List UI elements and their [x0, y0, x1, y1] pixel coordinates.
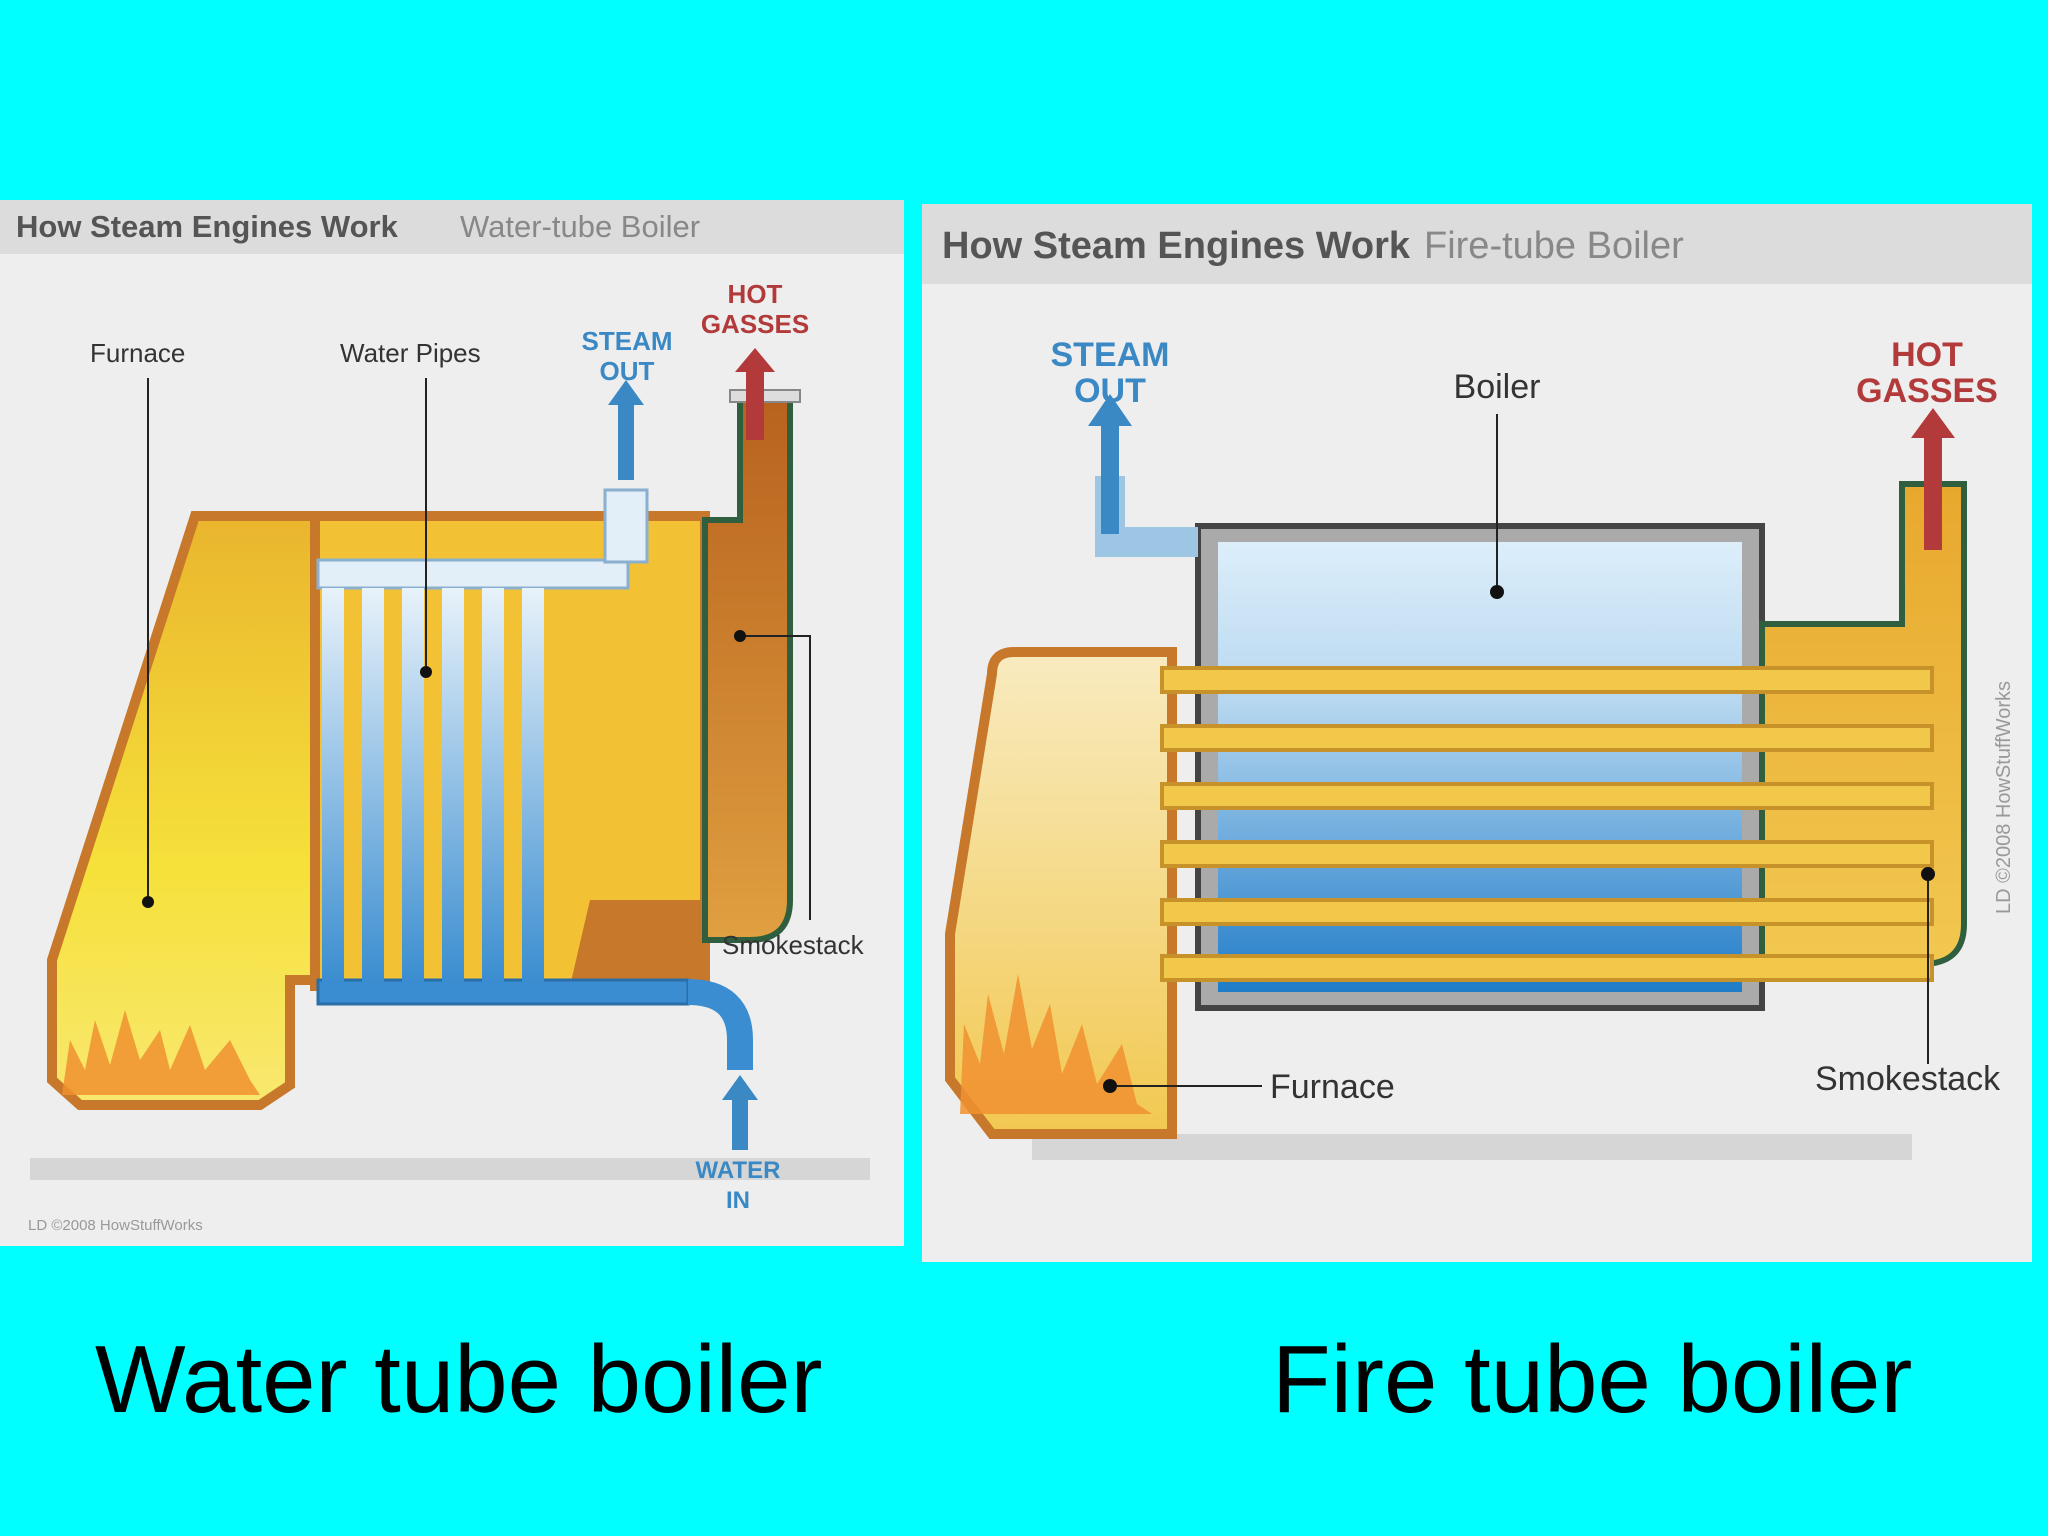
label-smokestack: Smokestack	[1815, 1060, 2001, 1098]
label-steam-out-1: STEAM	[1051, 336, 1170, 374]
water-arrow-head	[722, 1075, 758, 1100]
label-furnace: Furnace	[90, 338, 185, 368]
credit-text: LD ©2008 HowStuffWorks	[28, 1217, 203, 1234]
stack-cap	[729, 389, 801, 403]
ground-shadow	[30, 1158, 870, 1180]
furnace-body	[945, 647, 1177, 1139]
label-boiler: Boiler	[1454, 368, 1541, 406]
furnace-dot	[142, 896, 154, 908]
label-water-pipes: Water Pipes	[340, 338, 481, 368]
water-tubes	[322, 588, 544, 982]
label-hot-gasses-1: HOT	[728, 279, 783, 309]
label-hot-gasses-2: GASSES	[701, 309, 809, 339]
smokestack-dot	[1921, 867, 1935, 881]
flame-shape	[960, 974, 1152, 1114]
hot-gas-arrow-head	[1911, 408, 1955, 438]
label-steam-out-2: OUT	[600, 356, 655, 386]
leader-lines	[1110, 414, 1929, 1087]
caption-water-tube: Water tube boiler	[95, 1326, 823, 1433]
fire-tube-svg: How Steam Engines Work Fire-tube Boiler	[922, 204, 2032, 1160]
label-steam-out-1: STEAM	[582, 326, 673, 356]
top-header-pipe	[316, 558, 630, 590]
flame-shape	[62, 1010, 260, 1095]
water-tube-diagram: How Steam Engines Work Water-tube Boiler	[0, 200, 904, 1246]
header-subtitle: Fire-tube Boiler	[1424, 225, 1684, 267]
header-title: How Steam Engines Work	[942, 225, 1411, 267]
pipes-dot	[420, 666, 432, 678]
steam-outlet-pipe	[603, 488, 649, 564]
credit-text: LD ©2008 HowStuffWorks	[1993, 681, 2015, 914]
label-smokestack: Smokestack	[722, 930, 865, 960]
label-water-in-2: IN	[726, 1187, 750, 1214]
furnace-dot	[1103, 1079, 1117, 1093]
furnace-body	[47, 511, 320, 1110]
smokestack	[702, 397, 793, 943]
boiler-base-block	[570, 900, 705, 986]
fire-tube-diagram: How Steam Engines Work Fire-tube Boiler	[922, 204, 2032, 1262]
water-inlet-pipe	[687, 979, 753, 1070]
header-title: How Steam Engines Work	[16, 209, 399, 244]
header-bar	[0, 200, 904, 254]
smokestack-dot	[734, 630, 746, 642]
label-water-in-1: WATER	[696, 1157, 781, 1184]
header-bar	[922, 204, 2032, 284]
steam-outlet-pipe	[1095, 476, 1198, 557]
fire-tubes	[1160, 666, 1934, 982]
steam-arrow-head	[1088, 394, 1132, 426]
caption-fire-tube: Fire tube boiler	[1272, 1326, 1913, 1433]
steam-arrow-head	[608, 380, 644, 405]
label-steam-out-2: OUT	[1074, 372, 1146, 410]
label-furnace: Furnace	[1270, 1068, 1395, 1106]
water-tube-svg: How Steam Engines Work Water-tube Boiler	[0, 200, 904, 1234]
hot-gas-arrow-head	[735, 348, 775, 372]
label-hot-gasses-1: HOT	[1891, 336, 1963, 374]
header-subtitle: Water-tube Boiler	[460, 209, 700, 244]
leader-lines	[147, 378, 811, 920]
boiler-dot	[1490, 585, 1504, 599]
label-hot-gasses-2: GASSES	[1856, 372, 1998, 410]
ground-shadow	[1032, 1134, 1912, 1160]
bottom-header-pipe	[316, 978, 690, 1006]
